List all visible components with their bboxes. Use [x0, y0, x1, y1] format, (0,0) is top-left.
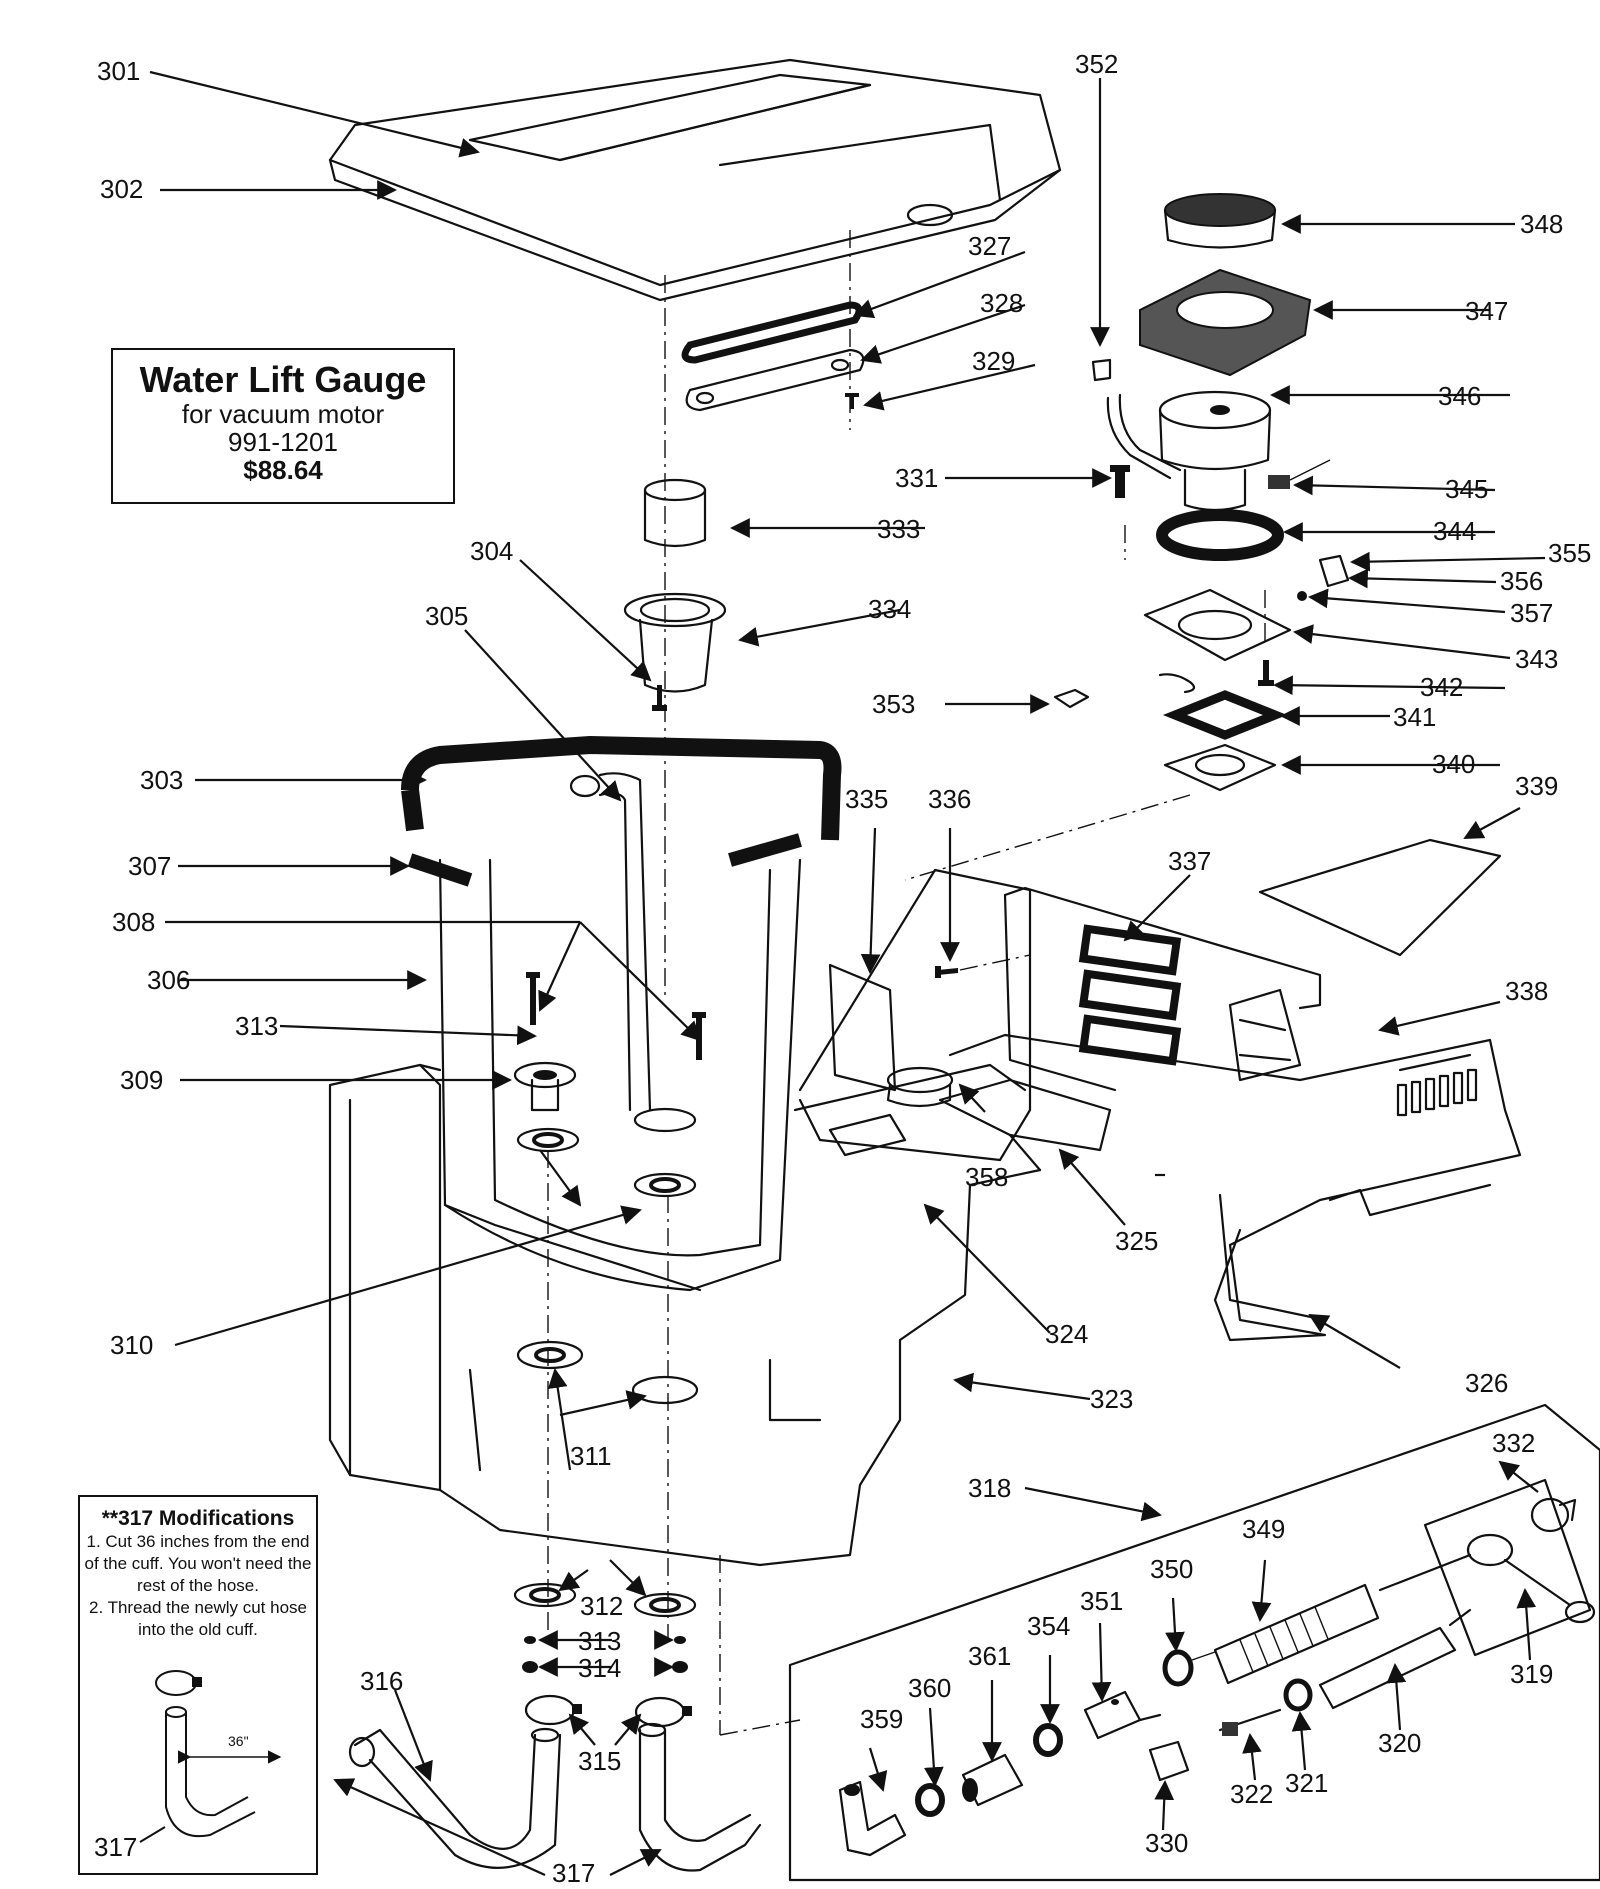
- gauge-subtitle: for vacuum motor: [181, 399, 385, 429]
- label-353: 353: [872, 689, 915, 719]
- label-361: 361: [968, 1641, 1011, 1671]
- label-328: 328: [980, 288, 1023, 318]
- gauge-price: $88.64: [243, 455, 323, 485]
- label-326: 326: [1465, 1368, 1508, 1398]
- label-318: 318: [968, 1473, 1011, 1503]
- label-305: 305: [425, 601, 468, 631]
- label-349: 349: [1242, 1514, 1285, 1544]
- label-336: 336: [928, 784, 971, 814]
- label-339: 339: [1515, 771, 1558, 801]
- label-313b: 313: [578, 1626, 621, 1656]
- water-lift-gauge-box: Water Lift Gauge for vacuum motor 991-12…: [111, 348, 455, 504]
- label-311: 311: [570, 1441, 611, 1471]
- panel-335: [828, 963, 897, 1092]
- label-350: 350: [1150, 1554, 1193, 1584]
- label-323: 323: [1090, 1384, 1133, 1414]
- mod-317-box: **317 Modifications 1. Cut 36 inches fro…: [78, 1495, 318, 1875]
- label-348: 348: [1520, 209, 1563, 239]
- mod-step-1: 1. Cut 36 inches from the end of the cuf…: [84, 1532, 312, 1595]
- label-309: 309: [120, 1065, 163, 1095]
- label-357: 357: [1510, 598, 1553, 628]
- label-310: 310: [110, 1330, 153, 1360]
- label-325: 325: [1115, 1226, 1158, 1256]
- mod-dimension: 36": [228, 1733, 249, 1749]
- label-308: 308: [112, 907, 155, 937]
- gauge-part-number: 991-1201: [228, 427, 338, 457]
- lid: [328, 58, 1062, 302]
- gauge-title: Water Lift Gauge: [139, 359, 427, 400]
- label-316: 316: [360, 1666, 403, 1696]
- plate-328: [685, 348, 865, 412]
- label-334: 334: [868, 594, 911, 624]
- label-303: 303: [140, 765, 183, 795]
- label-330: 330: [1145, 1828, 1188, 1858]
- label-304: 304: [470, 536, 513, 566]
- label-306: 306: [147, 965, 190, 995]
- label-360: 360: [908, 1673, 951, 1703]
- flanges: [513, 972, 706, 1728]
- label-352: 352: [1075, 49, 1118, 79]
- label-307: 307: [128, 851, 171, 881]
- label-355: 355: [1548, 538, 1591, 568]
- label-319: 319: [1510, 1659, 1553, 1689]
- label-341: 341: [1393, 702, 1436, 732]
- mod-part-label: 317: [94, 1832, 138, 1862]
- label-359: 359: [860, 1704, 903, 1734]
- label-356: 356: [1500, 566, 1543, 596]
- label-344: 344: [1433, 516, 1476, 546]
- vacuum-motor-stack: [1139, 193, 1312, 792]
- sheet-339: [1258, 838, 1502, 957]
- label-335: 335: [845, 784, 888, 814]
- label-301: 301: [97, 56, 140, 86]
- recovery-tank: [401, 735, 842, 1292]
- label-342: 342: [1420, 672, 1463, 702]
- label-332: 332: [1492, 1428, 1535, 1458]
- label-337: 337: [1168, 846, 1211, 876]
- label-312: 312: [580, 1591, 623, 1621]
- label-329: 329: [972, 346, 1015, 376]
- label-331: 331: [895, 463, 938, 493]
- hose-kit-box-318: [788, 1403, 1600, 1882]
- label-313: 313: [235, 1011, 278, 1041]
- gasket-327: [681, 301, 863, 364]
- label-317: 317: [552, 1858, 595, 1888]
- label-315: 315: [578, 1746, 621, 1776]
- label-354: 354: [1027, 1611, 1070, 1641]
- label-324: 324: [1045, 1319, 1088, 1349]
- label-358: 358: [965, 1162, 1008, 1192]
- label-347: 347: [1465, 296, 1508, 326]
- mod-hose-illustration: [139, 1670, 282, 1843]
- label-346: 346: [1438, 381, 1481, 411]
- leader-lines: [149, 70, 1546, 1877]
- label-338: 338: [1505, 976, 1548, 1006]
- label-333: 333: [877, 514, 920, 544]
- basket-334: [623, 592, 727, 693]
- label-321: 321: [1285, 1768, 1328, 1798]
- filter-333: [643, 478, 707, 548]
- part-labels: 301 302 303 304 305 306 307 308 309 310 …: [97, 49, 1591, 1888]
- label-351: 351: [1080, 1586, 1123, 1616]
- drain-hoses: [348, 1722, 762, 1872]
- label-320: 320: [1378, 1728, 1421, 1758]
- label-302: 302: [100, 174, 143, 204]
- mod-step-2: 2. Thread the newly cut hose into the ol…: [89, 1598, 307, 1639]
- mod-title: **317 Modifications: [101, 1507, 295, 1530]
- machine-base: [328, 868, 1042, 1567]
- label-314: 314: [578, 1653, 621, 1683]
- label-343: 343: [1515, 644, 1558, 674]
- label-340: 340: [1432, 749, 1475, 779]
- label-345: 345: [1445, 474, 1488, 504]
- label-327: 327: [968, 231, 1011, 261]
- label-322: 322: [1230, 1779, 1273, 1809]
